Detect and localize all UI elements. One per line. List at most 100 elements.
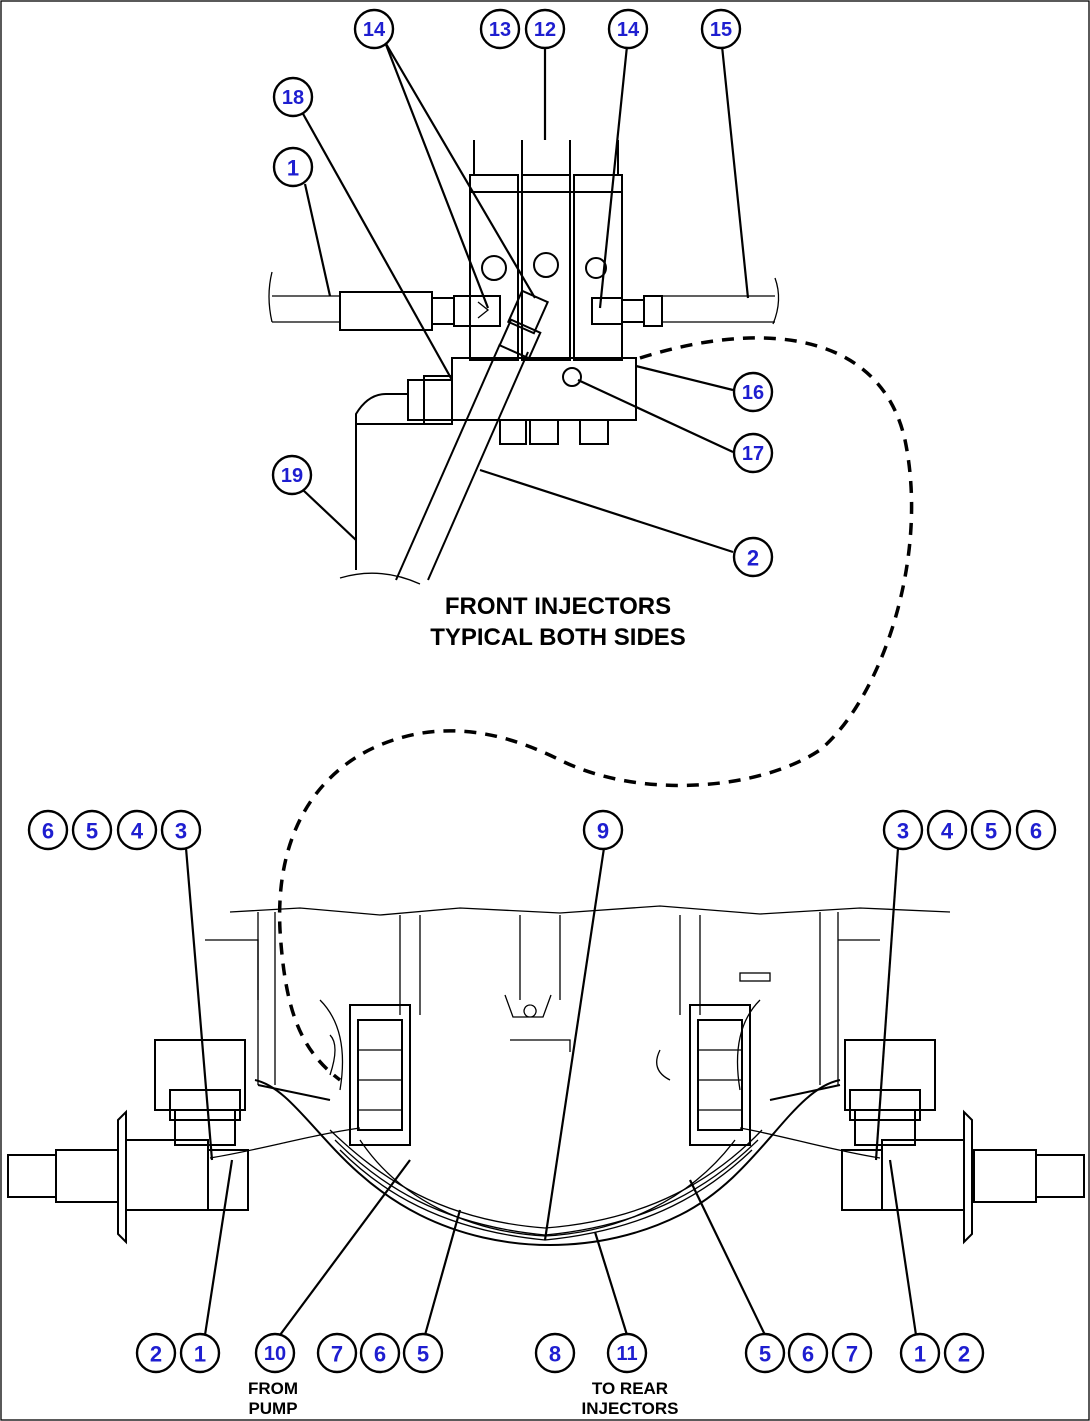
callout-3-tr: 3 (882, 809, 924, 851)
callout-number: 19 (281, 465, 303, 487)
callout-bubble (254, 1332, 296, 1374)
callout-number: 7 (331, 1342, 343, 1367)
callout-number: 6 (374, 1342, 386, 1367)
callout-number: 5 (985, 819, 997, 844)
callout-2-bl: 2 (135, 1332, 177, 1374)
callout-bubble (534, 1332, 576, 1374)
callout-bubble (160, 809, 202, 851)
callout-bubble (272, 146, 314, 188)
callout-bubble (316, 1332, 358, 1374)
callout-bubble (272, 76, 314, 118)
callout-number: 3 (175, 819, 187, 844)
caption-from: FROM (248, 1379, 298, 1398)
callout-6-tr: 6 (1015, 809, 1057, 851)
callout-bubble (744, 1332, 786, 1374)
callout-number: 2 (958, 1342, 970, 1367)
callout-bubble (271, 454, 313, 496)
callout-8: 8 (534, 1332, 576, 1374)
callout-number: 2 (150, 1342, 162, 1367)
callout-bubble (135, 1332, 177, 1374)
callout-16: 16 (732, 371, 774, 413)
callout-bubble (732, 371, 774, 413)
callout-number: 5 (86, 819, 98, 844)
callout-1-br: 1 (899, 1332, 941, 1374)
callout-bubble (1015, 809, 1057, 851)
callout-bubble (970, 809, 1012, 851)
callout-bubble (899, 1332, 941, 1374)
caption-typical-both-sides: TYPICAL BOTH SIDES (430, 624, 686, 651)
detail-loop-dashed (277, 336, 914, 1082)
callout-bubble (179, 1332, 221, 1374)
callout-number: 16 (742, 382, 764, 404)
callout-15: 15 (700, 8, 742, 50)
callout-17: 17 (732, 432, 774, 474)
callout-bubble (353, 8, 395, 50)
callout-bubble (787, 1332, 829, 1374)
leader-lines (184, 41, 918, 1336)
callout-number: 5 (417, 1342, 429, 1367)
callout-number: 14 (617, 19, 640, 41)
callout-number: 1 (914, 1342, 926, 1367)
callout-14b: 14 (607, 8, 649, 50)
callout-5-tr: 5 (970, 809, 1012, 851)
callout-bubble (71, 809, 113, 851)
callout-bubble (359, 1332, 401, 1374)
callout-bubble (831, 1332, 873, 1374)
callout-number: 6 (802, 1342, 814, 1367)
callout-bubble (116, 809, 158, 851)
callout-number: 6 (42, 819, 54, 844)
callout-6-tl: 6 (27, 809, 69, 851)
callout-bubble (479, 8, 521, 50)
callout-number: 12 (534, 19, 556, 41)
caption-pump: PUMP (248, 1399, 297, 1418)
callout-4-tr: 4 (926, 809, 968, 851)
callout-number: 1 (287, 156, 299, 181)
callout-9: 9 (582, 809, 624, 851)
callout-bubble (27, 809, 69, 851)
detail-view (268, 140, 780, 585)
callout-1-bl: 1 (179, 1332, 221, 1374)
callout-6-br: 6 (787, 1332, 829, 1374)
callout-bubble (524, 8, 566, 50)
caption-to-rear: TO REAR (592, 1379, 668, 1398)
callout-bubble (732, 432, 774, 474)
callout-1-top: 1 (272, 146, 314, 188)
caption-injectors: INJECTORS (582, 1399, 679, 1418)
callout-bubble (882, 809, 924, 851)
callout-14a: 14 (353, 8, 395, 50)
callout-5-bm: 5 (402, 1332, 444, 1374)
callout-7-br: 7 (831, 1332, 873, 1374)
callout-number: 4 (131, 819, 144, 844)
callout-number: 18 (282, 87, 304, 109)
callout-number: 2 (747, 546, 759, 571)
callout-number: 14 (363, 19, 386, 41)
callout-number: 5 (759, 1342, 771, 1367)
axle-view (7, 905, 1085, 1246)
callout-bubble (732, 536, 774, 578)
callout-7-bm: 7 (316, 1332, 358, 1374)
callout-5-tl: 5 (71, 809, 113, 851)
caption-front-injectors: FRONT INJECTORS (445, 593, 671, 620)
callout-19: 19 (271, 454, 313, 496)
callout-number: 4 (941, 819, 954, 844)
callout-number: 13 (489, 19, 511, 41)
callout-13: 13 (479, 8, 521, 50)
callout-bubble (402, 1332, 444, 1374)
callout-number: 7 (846, 1342, 858, 1367)
callout-11: 11 (606, 1332, 648, 1374)
callout-number: 8 (549, 1342, 561, 1367)
callout-bubble (700, 8, 742, 50)
callout-number: 9 (597, 819, 609, 844)
callout-number: 6 (1030, 819, 1042, 844)
callout-4-tl: 4 (116, 809, 158, 851)
callout-bubble (943, 1332, 985, 1374)
callout-number: 3 (897, 819, 909, 844)
callout-5-br: 5 (744, 1332, 786, 1374)
callout-2-br: 2 (943, 1332, 985, 1374)
callout-3-tl: 3 (160, 809, 202, 851)
callout-number: 15 (710, 19, 732, 41)
callout-6-bm: 6 (359, 1332, 401, 1374)
